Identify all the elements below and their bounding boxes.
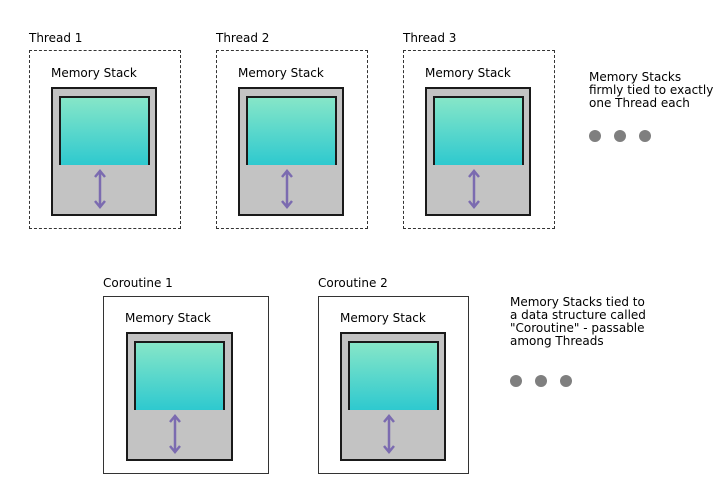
double-arrow-icon [468,169,480,209]
ellipsis-dot-icon [614,130,626,142]
double-arrow-icon [169,414,181,454]
double-arrow-icon [383,414,395,454]
memory-stack [126,332,233,461]
thread-1-box: Memory Stack [29,50,181,229]
stack-used-region [348,341,439,410]
note-line: Memory Stacks tied to [510,295,645,309]
ellipsis-dot-icon [535,375,547,387]
ellipsis-dot-icon [589,130,601,142]
thread-2-box: Memory Stack [216,50,368,229]
note-line: a data structure called [510,308,646,322]
note-line: one Thread each [589,96,690,110]
coroutine-2-box: Memory Stack [318,296,469,474]
thread-1-label: Thread 1 [29,31,83,45]
ellipsis-dot-icon [639,130,651,142]
coroutines-note: Memory Stacks tied to a data structure c… [510,296,646,348]
thread-2-label: Thread 2 [216,31,270,45]
memory-stack-label: Memory Stack [340,311,426,325]
memory-stack-label: Memory Stack [51,66,137,80]
note-line: firmly tied to exactly [589,83,714,97]
stack-used-region [59,96,150,165]
memory-stack-label: Memory Stack [238,66,324,80]
memory-stack-label: Memory Stack [425,66,511,80]
threads-note: Memory Stacks firmly tied to exactly one… [589,71,713,110]
note-line: Memory Stacks [589,70,682,84]
double-arrow-icon [94,169,106,209]
ellipsis-dot-icon [510,375,522,387]
note-line: among Threads [510,334,604,348]
coroutine-2-label: Coroutine 2 [318,276,388,290]
coroutine-1-label: Coroutine 1 [103,276,173,290]
memory-stack [425,87,531,216]
coroutine-1-box: Memory Stack [103,296,269,474]
memory-stack [51,87,157,216]
ellipsis-dot-icon [560,375,572,387]
memory-stack [238,87,344,216]
stack-used-region [246,96,337,165]
memory-stack-label: Memory Stack [125,311,211,325]
memory-stack [340,332,446,461]
thread-3-label: Thread 3 [403,31,457,45]
double-arrow-icon [281,169,293,209]
stack-used-region [134,341,225,410]
thread-3-box: Memory Stack [403,50,555,229]
stack-used-region [433,96,524,165]
note-line: "Coroutine" - passable [510,321,645,335]
